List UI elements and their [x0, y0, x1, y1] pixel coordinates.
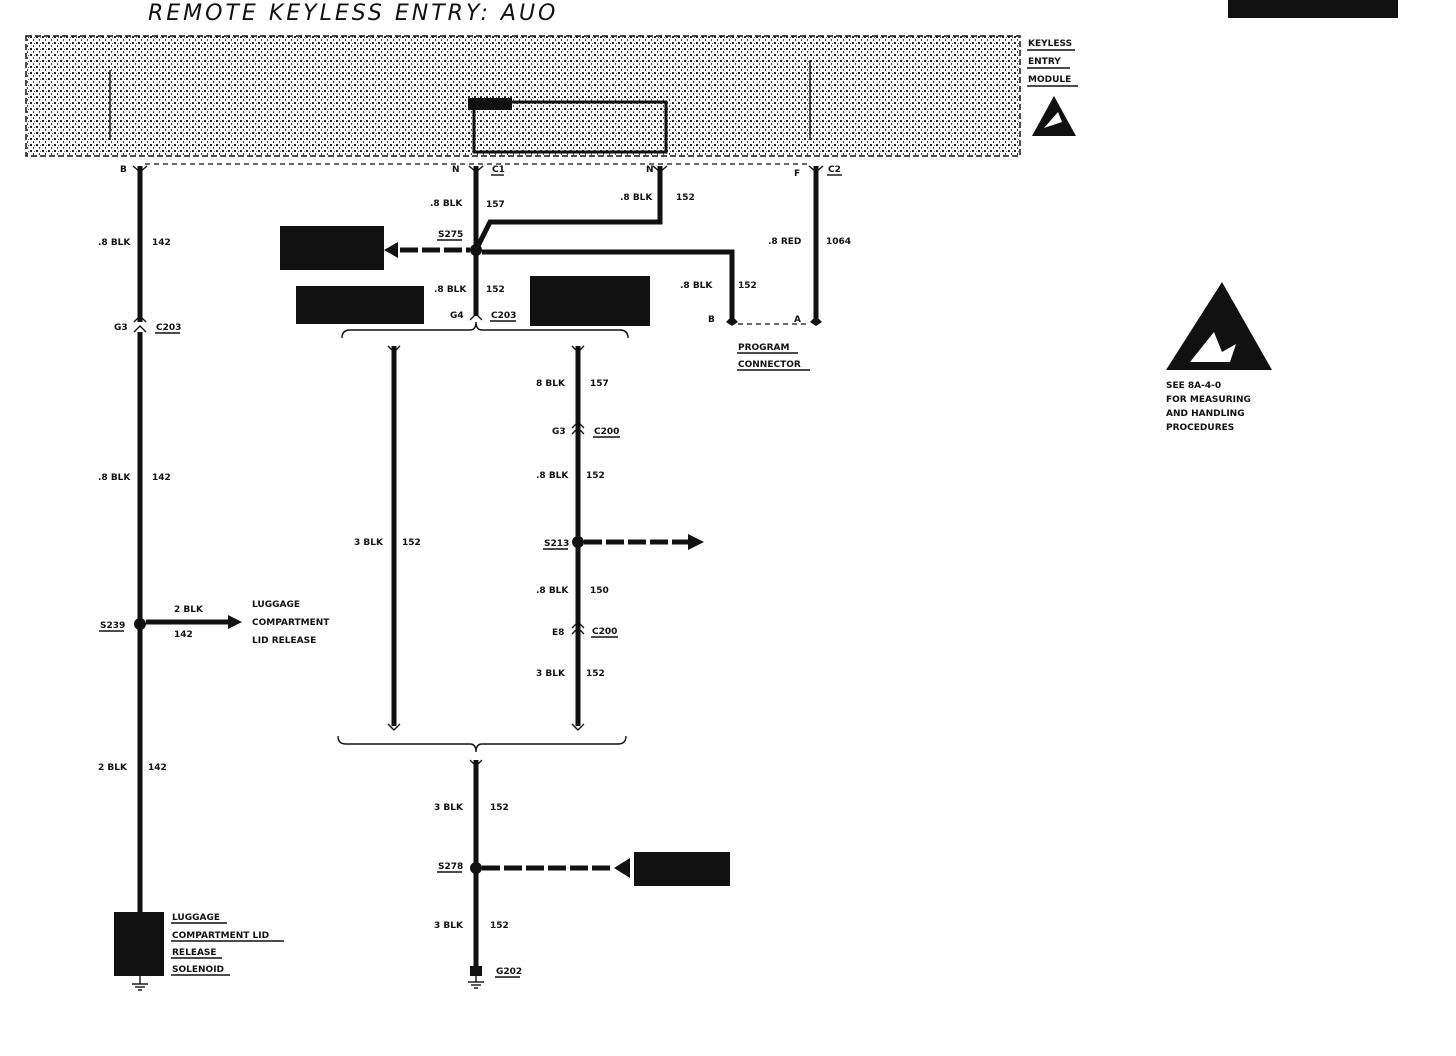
ground-g202: G202 [496, 967, 522, 977]
esd-warning-small-icon [1032, 96, 1076, 136]
wire-152-r2-circuit: 152 [586, 471, 605, 481]
esd-note: SEE 8A-4-0 FOR MEASURING AND HANDLING PR… [1166, 381, 1251, 433]
wire-152-b1-gauge: 3 BLK [434, 803, 464, 813]
wire-152-r1-circuit: 157 [590, 379, 609, 389]
solenoid-line3: RELEASE [172, 948, 217, 958]
program-connector-label: PROGRAM CONNECTOR [737, 343, 810, 371]
wire-152-c-circuit: 152 [486, 285, 505, 295]
keyless-entry-module [25, 35, 1021, 157]
wire-142-1-circuit: 142 [152, 238, 171, 248]
wire-142-branch-gauge: 2 BLK [174, 605, 204, 615]
redacted-block-3 [530, 276, 650, 326]
circuit-152 [280, 165, 735, 989]
solenoid-line4: SOLENOID [172, 965, 224, 975]
wire-152-r3-gauge: .8 BLK [536, 586, 569, 596]
module-label: KEYLESS ENTRY MODULE [1027, 39, 1078, 87]
pin-f: F [794, 169, 800, 179]
wire-152-b2-gauge: 3 BLK [434, 921, 464, 931]
program-connector-line2: CONNECTOR [738, 360, 801, 370]
wire-142-1-gauge: .8 BLK [98, 238, 131, 248]
wire-152-left-circuit: 152 [402, 538, 421, 548]
esd-warning-icon [1166, 282, 1272, 370]
wire-1064-gauge: .8 RED [768, 237, 801, 247]
wire-152-a-circuit: 157 [486, 200, 505, 210]
pin-n1: N [452, 165, 460, 175]
diagram-title: REMOTE KEYLESS ENTRY: AUO [148, 1, 558, 26]
esd-note-line3: AND HANDLING [1166, 409, 1245, 419]
solenoid-body [114, 912, 164, 976]
wire-152-left-gauge: 3 BLK [354, 538, 384, 548]
pin-b: B [120, 165, 127, 175]
wire-152-d-circuit: 152 [738, 281, 757, 291]
splice-s239: S239 [100, 621, 125, 631]
pin-c2: C2 [828, 165, 841, 175]
luggage-release-line1: LUGGAGE [252, 600, 300, 610]
scan-artifact [1228, 0, 1398, 18]
wire-152-a-gauge: .8 BLK [430, 199, 463, 209]
wire-152-b-gauge: .8 BLK [620, 193, 653, 203]
wire-142-branch-circuit: 142 [174, 630, 193, 640]
circuit-142 [114, 165, 242, 991]
module-label-line3: MODULE [1028, 75, 1071, 85]
wire-152-r1-gauge: 8 BLK [536, 379, 566, 389]
wire-152-r4-gauge: 3 BLK [536, 669, 566, 679]
wire-152-d-gauge: .8 BLK [680, 281, 713, 291]
luggage-release-line3: LID RELEASE [252, 636, 316, 646]
splice-s278: S278 [438, 862, 463, 872]
esd-note-line4: PROCEDURES [1166, 423, 1234, 433]
wire-152-c-gauge: .8 BLK [434, 285, 467, 295]
splice-s213: S213 [544, 539, 569, 549]
splice-s275: S275 [438, 230, 463, 240]
c200-b-pin: E8 [552, 628, 564, 638]
solenoid-line1: LUGGAGE [172, 913, 220, 923]
c203-mid-pin: G4 [450, 311, 464, 321]
wire-152-b2-circuit: 152 [490, 921, 509, 931]
esd-note-line2: FOR MEASURING [1166, 395, 1251, 405]
wire-142-3-circuit: 142 [148, 763, 167, 773]
c203-left-name: C203 [156, 323, 181, 333]
circuit-1064 [726, 165, 824, 326]
redacted-block-1 [280, 226, 384, 270]
c200-a-name: C200 [594, 427, 619, 437]
wire-152-r2-gauge: .8 BLK [536, 471, 569, 481]
solenoid-label: LUGGAGE COMPARTMENT LID RELEASE SOLENOID [171, 913, 284, 976]
redacted-block-2 [296, 286, 424, 324]
program-connector-line1: PROGRAM [738, 343, 789, 353]
pin-c1: C1 [492, 165, 505, 175]
wire-142-3-gauge: 2 BLK [98, 763, 128, 773]
c203-left-pin: G3 [114, 323, 128, 333]
solenoid-line2: COMPARTMENT LID [172, 931, 269, 941]
c200-b-name: C200 [592, 627, 617, 637]
wire-142-2-circuit: 142 [152, 473, 171, 483]
wire-1064-circuit: 1064 [826, 237, 851, 247]
wire-152-b-circuit: 152 [676, 193, 695, 203]
program-connector-pin-b: B [708, 315, 715, 325]
redacted-block-4 [634, 852, 730, 886]
c200-a-pin: G3 [552, 427, 566, 437]
wire-152-b1-circuit: 152 [490, 803, 509, 813]
pin-n2: N [646, 165, 654, 175]
wire-152-r4-circuit: 152 [586, 669, 605, 679]
luggage-release-line2: COMPARTMENT [252, 618, 330, 628]
c203-mid-name: C203 [491, 311, 516, 321]
module-label-line2: ENTRY [1028, 57, 1061, 67]
wire-142-2-gauge: .8 BLK [98, 473, 131, 483]
module-label-line1: KEYLESS [1028, 39, 1072, 49]
program-connector-pin-a: A [794, 315, 801, 325]
esd-note-line1: SEE 8A-4-0 [1166, 381, 1221, 391]
wire-152-r3-circuit: 150 [590, 586, 609, 596]
